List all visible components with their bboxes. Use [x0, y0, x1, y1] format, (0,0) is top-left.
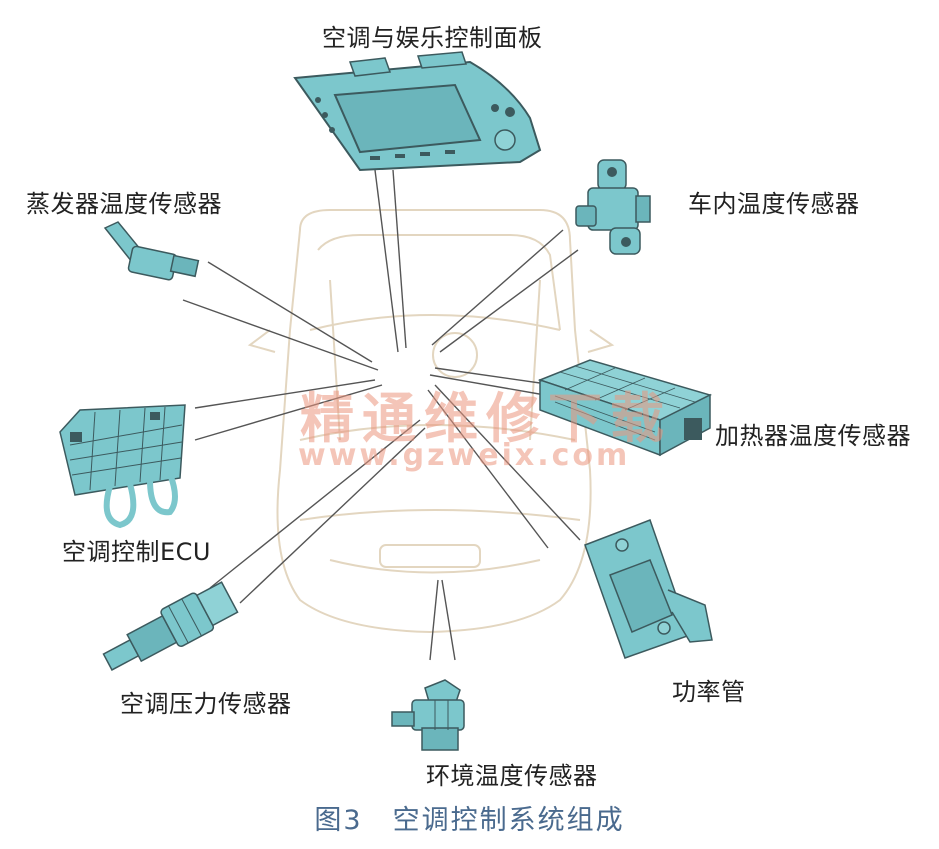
leader-line-cabin-1	[431, 229, 564, 346]
figure-title: 空调控制系统组成	[392, 805, 625, 836]
label-control-panel: 空调与娱乐控制面板	[322, 24, 543, 52]
leader-line-cabin-2	[439, 249, 579, 353]
leader-line-ecu-1	[194, 379, 376, 409]
label-heater-sensor: 加热器温度传感器	[715, 422, 911, 450]
ecu-component	[59, 404, 186, 529]
leader-line-power-1	[434, 384, 581, 541]
leader-line-pressure-2	[239, 427, 426, 604]
leader-line-ambient-2	[441, 579, 456, 661]
watermark-text: 精通维修下载	[300, 386, 672, 450]
label-evaporator-sensor: 蒸发器温度传感器	[26, 190, 222, 218]
evaporator-sensor-component	[103, 221, 200, 281]
control-panel-component	[293, 51, 542, 172]
car-outline	[247, 209, 615, 634]
leader-line-ecu-2	[194, 384, 383, 441]
leader-line-panel-2	[392, 169, 407, 349]
label-ambient-sensor: 环境温度传感器	[426, 762, 598, 790]
leader-line-panel-1	[374, 169, 399, 353]
pressure-sensor-component	[102, 581, 239, 671]
leader-lines	[182, 169, 581, 661]
watermark-url: www.gzweix.com	[298, 438, 631, 473]
label-cabin-sensor: 车内温度传感器	[688, 190, 860, 218]
cabin-sensor-component	[575, 159, 651, 255]
figure-number: 图3	[314, 805, 363, 836]
power-transistor-component	[584, 519, 713, 659]
heater-sensor-component	[537, 359, 713, 457]
leader-line-power-2	[427, 389, 549, 549]
label-ecu: 空调控制ECU	[62, 538, 211, 566]
leader-line-evap-1	[207, 261, 373, 363]
label-power-transistor: 功率管	[672, 678, 746, 706]
leader-line-heater-1	[434, 367, 541, 384]
label-pressure-sensor: 空调压力传感器	[120, 690, 292, 718]
leader-line-pressure-1	[209, 419, 421, 589]
leader-line-ambient-1	[429, 579, 439, 661]
ambient-sensor-component	[391, 679, 465, 751]
figure-caption: 图3 空调控制系统组成	[0, 798, 939, 837]
leader-line-evap-2	[182, 299, 379, 371]
leader-line-heater-2	[429, 374, 546, 396]
